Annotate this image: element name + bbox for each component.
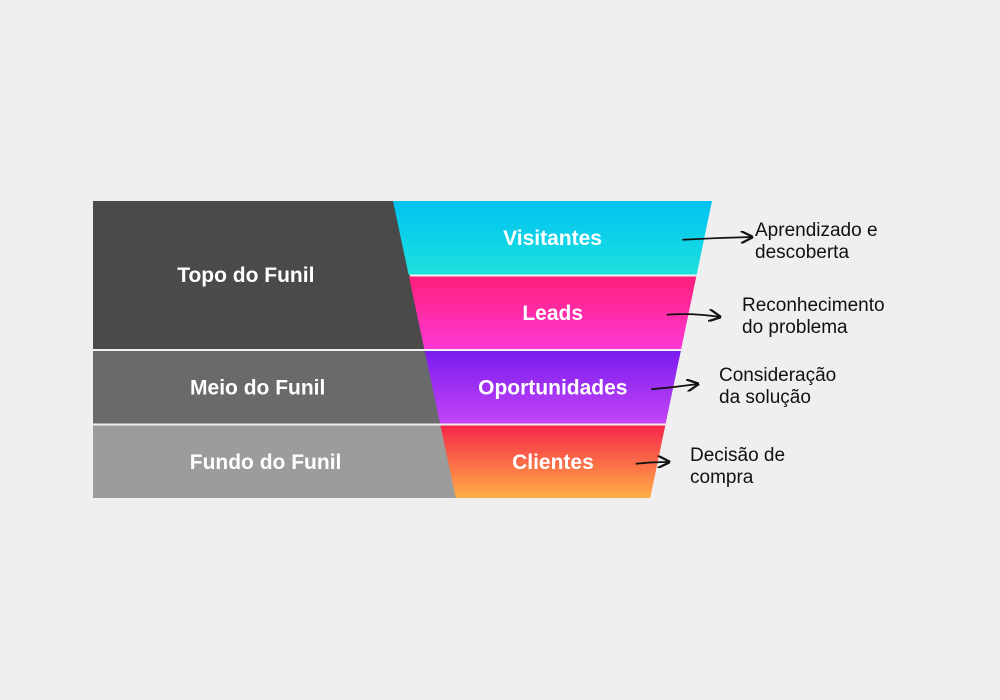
funnel-layer (393, 201, 712, 275)
annotation-line: descoberta (755, 242, 849, 263)
stage-block (93, 351, 442, 424)
annotation-line: da solução (719, 387, 811, 408)
stage-label: Topo do Funil (177, 264, 314, 287)
annotation-arrow (635, 462, 669, 464)
layer-label: Oportunidades (478, 376, 627, 399)
layer-label: Visitantes (503, 227, 602, 250)
annotation-line: do problema (742, 317, 848, 338)
annotation-arrow (682, 237, 752, 240)
stage-block (93, 201, 426, 349)
annotation-line: compra (690, 467, 754, 488)
layer-label: Leads (522, 302, 583, 325)
funnel-layer (408, 276, 697, 349)
stage-label: Fundo do Funil (190, 451, 342, 474)
annotation-line: Decisão de (690, 445, 785, 466)
layer-label: Clientes (512, 451, 594, 474)
funnel-layer (440, 425, 666, 498)
funnel-layer (424, 351, 681, 424)
stage-label: Meio do Funil (190, 376, 325, 399)
annotation-line: Aprendizado e (755, 220, 878, 241)
annotation-line: Reconhecimento (742, 295, 885, 316)
stage-block (93, 425, 457, 498)
annotation-arrow (651, 384, 698, 389)
annotation-arrow (666, 314, 720, 317)
annotation-line: Consideração (719, 365, 836, 386)
